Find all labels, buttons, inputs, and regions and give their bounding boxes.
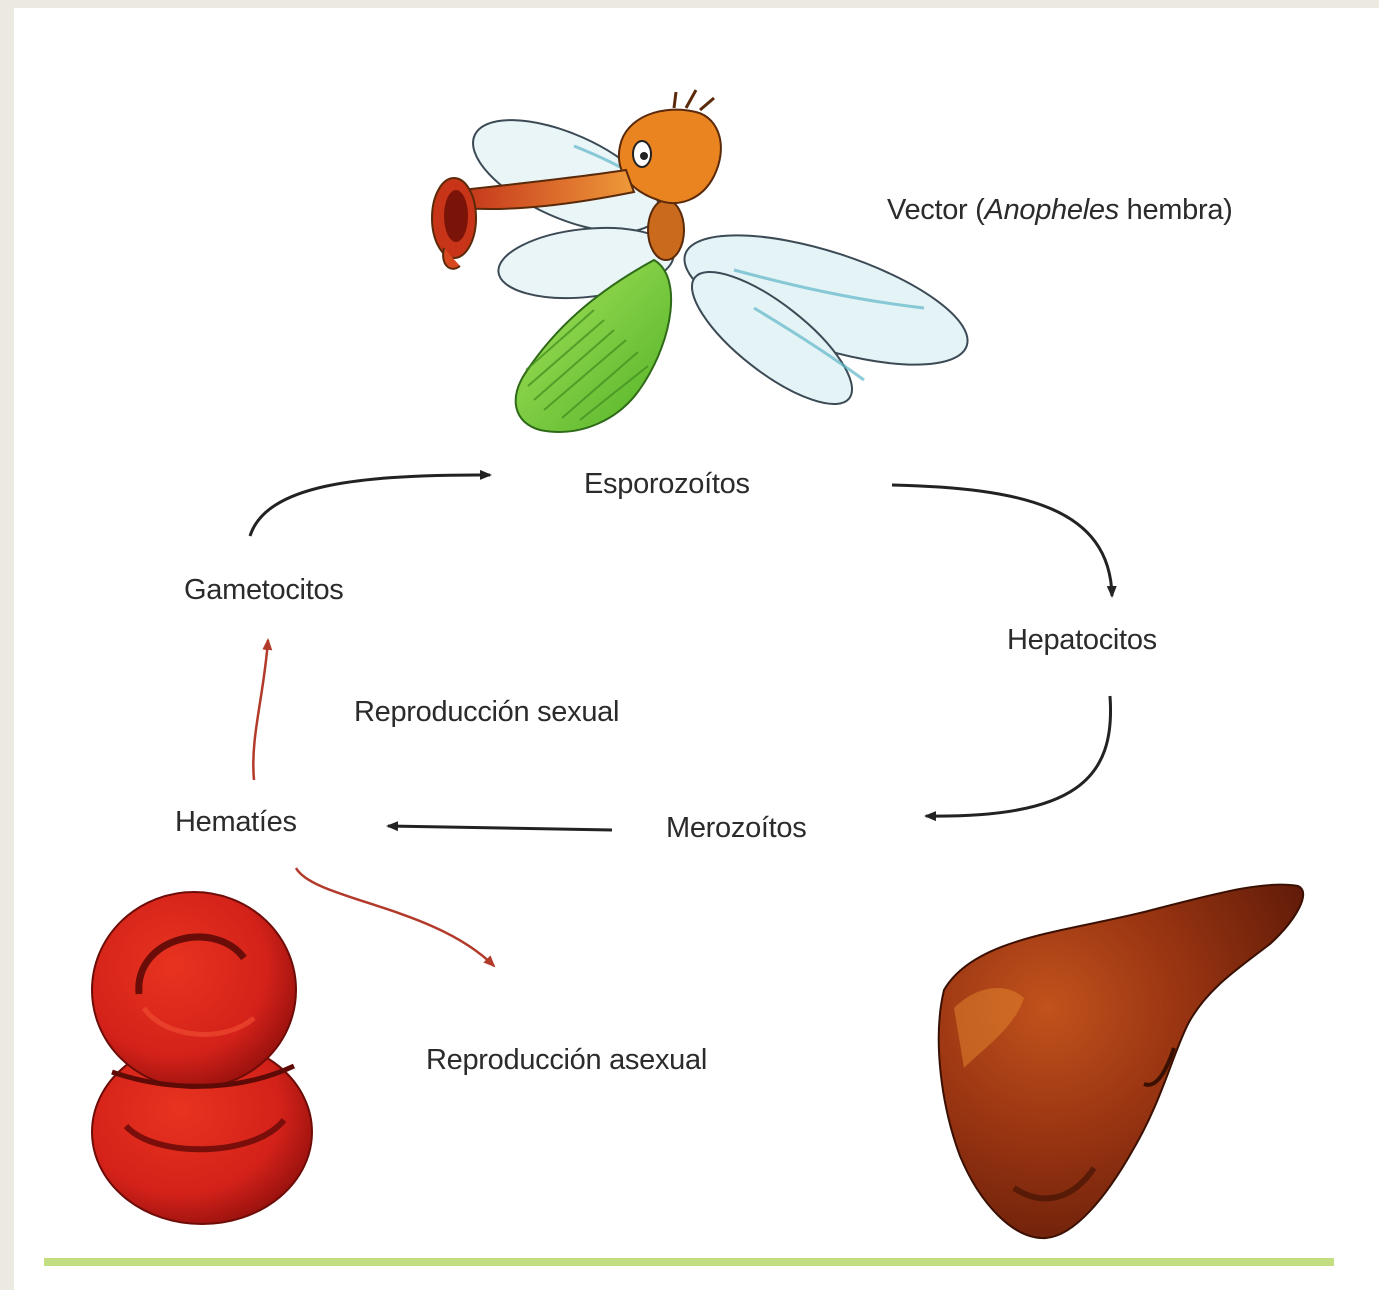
label-hepatocitos: Hepatocitos (1007, 626, 1157, 655)
arrow-hepatocitos-to-merozoitos (926, 696, 1111, 816)
red-blood-cells-icon (92, 892, 312, 1224)
label-gametocitos: Gametocitos (184, 576, 344, 605)
label-reproduccion-asexual: Reproducción asexual (426, 1046, 707, 1075)
label-reproduccion-sexual: Reproducción sexual (354, 698, 619, 727)
liver-icon (939, 885, 1303, 1238)
arrow-hematies-to-asexual (296, 868, 494, 966)
malaria-life-cycle-diagram: Vector (Anopheles hembra) Esporozoítos H… (14, 8, 1379, 1290)
reproduction-arrows (253, 640, 494, 966)
label-merozoitos: Merozoítos (666, 814, 806, 843)
cycle-arrows (250, 475, 1112, 830)
label-vector-prefix: Vector ( (887, 194, 985, 226)
label-vector: Vector (Anopheles hembra) (887, 196, 1233, 225)
label-vector-suffix: hembra) (1119, 194, 1233, 226)
arrow-merozoitos-to-hematies (388, 826, 612, 830)
label-esporozoitos: Esporozoítos (584, 470, 750, 499)
bottom-rule (44, 1258, 1334, 1266)
arrow-esporozoitos-to-hepatocitos (892, 485, 1112, 596)
mosquito-icon (432, 90, 982, 432)
label-vector-genus: Anopheles (985, 194, 1119, 226)
label-hematies: Hematíes (175, 808, 297, 837)
arrow-hematies-to-gametocitos (253, 640, 268, 780)
arrow-gametocitos-to-esporozoitos (250, 475, 490, 536)
